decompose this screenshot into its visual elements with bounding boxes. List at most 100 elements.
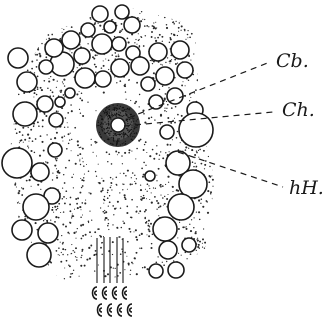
stipple-dot <box>76 93 78 95</box>
stipple-dot <box>95 143 96 144</box>
stipple-dot <box>63 79 65 81</box>
stipple-dot <box>12 218 14 220</box>
stipple-dot <box>165 93 167 95</box>
stipple-dot <box>136 252 138 254</box>
stipple-dot <box>35 7 37 9</box>
stipple-dot <box>141 247 143 249</box>
central-stipple-dot <box>122 107 123 108</box>
stipple-dot <box>13 215 14 216</box>
stipple-dot <box>31 242 32 243</box>
stipple-dot <box>159 89 160 90</box>
stipple-dot <box>83 177 84 178</box>
stipple-dot <box>73 232 75 234</box>
stipple-dot <box>101 242 102 243</box>
central-stipple-dot <box>129 118 130 119</box>
stipple-dot <box>203 68 205 70</box>
stipple-dot <box>18 216 20 218</box>
cell-circle <box>45 39 63 57</box>
stipple-dot <box>151 36 153 38</box>
stipple-dot <box>90 245 92 247</box>
stipple-dot <box>166 27 168 29</box>
stipple-dot <box>71 253 72 254</box>
stipple-dot <box>64 127 65 128</box>
stipple-dot <box>153 22 154 23</box>
cell-circle <box>49 113 63 127</box>
stipple-dot <box>27 69 29 71</box>
stipple-dot <box>199 272 201 274</box>
stipple-dot <box>68 265 69 266</box>
stipple-dot <box>136 44 137 45</box>
central-stipple-dot <box>132 140 133 141</box>
stipple-dot <box>200 275 201 276</box>
stipple-dot <box>181 25 183 27</box>
stipple-dot <box>108 59 110 61</box>
stipple-dot <box>95 86 97 88</box>
central-stipple-dot <box>120 115 121 116</box>
cell-circle <box>2 148 32 178</box>
central-stipple-dot <box>130 135 131 136</box>
stipple-dot <box>202 46 203 47</box>
stipple-dot <box>40 189 41 190</box>
stipple-dot <box>37 121 39 123</box>
stipple-dot <box>112 205 114 207</box>
stipple-dot <box>80 147 81 148</box>
hook-body <box>93 287 98 299</box>
stipple-dot <box>71 150 72 151</box>
stipple-dot <box>138 33 139 34</box>
stipple-dot <box>140 189 142 191</box>
central-stipple-dot <box>107 114 108 115</box>
cell-circle <box>12 220 32 240</box>
stipple-dot <box>174 122 176 124</box>
stipple-dot <box>92 56 94 58</box>
stipple-dot <box>41 268 43 270</box>
stipple-dot <box>213 171 214 172</box>
stipple-dot <box>59 15 61 17</box>
stipple-dot <box>95 66 97 68</box>
stipple-dot <box>145 6 147 8</box>
stipple-dot <box>136 273 138 275</box>
stipple-dot <box>66 14 68 16</box>
stipple-dot <box>165 62 166 63</box>
stipple-dot <box>119 192 120 193</box>
stipple-dot <box>42 119 44 121</box>
stipple-dot <box>49 279 50 280</box>
stipple-dot <box>14 248 15 249</box>
stipple-dot <box>197 240 199 242</box>
stipple-dot <box>153 158 155 160</box>
stipple-dot <box>30 129 32 131</box>
stipple-dot <box>88 170 89 171</box>
central-stipple-dot <box>101 129 102 130</box>
stipple-dot <box>196 21 198 23</box>
stipple-dot <box>50 76 51 77</box>
stipple-dot <box>164 17 166 19</box>
stipple-dot <box>56 87 57 88</box>
stipple-dot <box>88 9 90 11</box>
stipple-dot <box>188 15 190 17</box>
stipple-dot <box>202 49 203 50</box>
stipple-dot <box>172 139 173 140</box>
stipple-dot <box>213 204 215 206</box>
stipple-dot <box>95 171 97 173</box>
stipple-dot <box>12 14 14 16</box>
stipple-dot <box>130 183 132 185</box>
stipple-dot <box>172 22 174 24</box>
stipple-dot <box>138 40 140 42</box>
central-stipple-dot <box>117 139 118 140</box>
stipple-dot <box>79 91 80 92</box>
central-stipple-dot <box>127 123 128 124</box>
stipple-dot <box>169 61 170 62</box>
stipple-dot <box>153 187 154 188</box>
stipple-dot <box>122 29 124 31</box>
stipple-dot <box>45 5 46 6</box>
central-stipple-dot <box>108 139 109 140</box>
stipple-dot <box>175 106 177 108</box>
stipple-dot <box>55 209 57 211</box>
stipple-dot <box>198 244 200 246</box>
stipple-dot <box>112 54 114 56</box>
stipple-dot <box>181 277 183 279</box>
label-cb: Cb. <box>276 52 309 71</box>
stipple-dot <box>120 253 122 255</box>
stipple-dot <box>71 110 73 112</box>
stipple-dot <box>168 277 169 278</box>
stipple-dot <box>13 275 15 277</box>
